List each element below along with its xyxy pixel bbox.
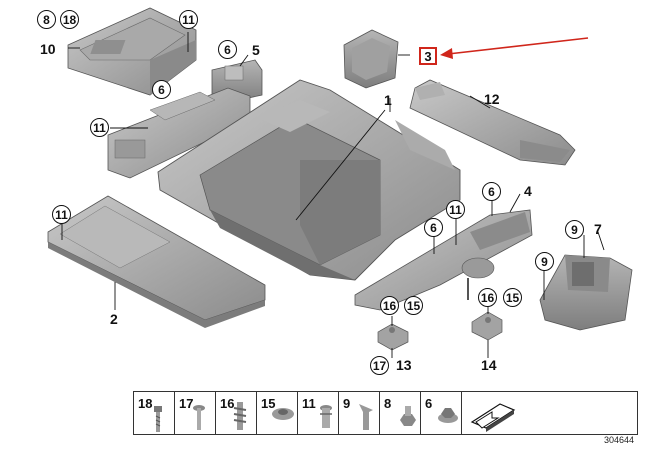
callout-3-highlighted: 3	[419, 47, 437, 65]
part-12-rail	[409, 79, 576, 166]
callout-16-right-circle: 16	[478, 288, 497, 307]
part-7-block	[539, 254, 633, 331]
part-10-tray	[67, 7, 197, 96]
reference-number: 304644	[604, 435, 635, 445]
callout-18-circle: 18	[60, 10, 79, 29]
legend-cell-6: 6	[421, 392, 462, 434]
screw-icon	[154, 406, 162, 432]
part-4-rail	[354, 209, 533, 311]
callout-15-left-circle: 15	[404, 296, 423, 315]
legend-label: 17	[179, 396, 194, 411]
callout-17-circle: 17	[370, 356, 389, 375]
callout-9-upper-circle: 9	[565, 220, 584, 239]
callout-5: 5	[252, 42, 260, 58]
callout-12: 12	[484, 91, 500, 107]
legend-cell-8: 8	[380, 392, 421, 434]
legend-cell-18: 18	[134, 392, 175, 434]
part-14-bracket	[471, 311, 503, 341]
callout-11-panel-circle: 11	[52, 205, 71, 224]
spring-clip-icon	[233, 402, 247, 430]
legend-cell-arrow	[462, 392, 637, 434]
collar-nut-icon	[438, 408, 458, 423]
callout-14: 14	[481, 357, 497, 373]
callout-11-top-circle: 11	[179, 10, 198, 29]
callout-15-right-circle: 15	[503, 288, 522, 307]
callout-4: 4	[524, 183, 532, 199]
callout-6-top-circle: 6	[218, 40, 237, 59]
part-1-floor-tub	[157, 79, 461, 281]
part-2-panel	[47, 195, 266, 328]
direction-arrow-icon	[470, 403, 516, 432]
legend-cell-17: 17	[175, 392, 216, 434]
part-3-pad	[343, 29, 399, 89]
legend-cell-9: 9	[339, 392, 380, 434]
callout-11-left-circle: 11	[90, 118, 109, 137]
push-clip-icon	[359, 404, 373, 430]
expanding-nut-icon	[272, 408, 294, 420]
legend-label: 8	[384, 396, 392, 411]
legend-label: 9	[343, 396, 351, 411]
callout-1: 1	[384, 92, 392, 108]
callout-10: 10	[40, 41, 56, 57]
legend-cell-16: 16	[216, 392, 257, 434]
callout-8-circle: 8	[37, 10, 56, 29]
callout-6-right-high-circle: 6	[482, 182, 501, 201]
fastener-legend: 18 17 16 15 11 9	[133, 391, 638, 435]
legend-cell-15: 15	[257, 392, 298, 434]
callout-16-left-circle: 16	[380, 296, 399, 315]
callout-6-right-low-circle: 6	[424, 218, 443, 237]
hex-nut-icon	[400, 406, 416, 426]
callout-2: 2	[110, 311, 118, 327]
highlight-arrow	[440, 37, 589, 59]
legend-cell-11: 11	[298, 392, 339, 434]
legend-label: 18	[138, 396, 153, 411]
callout-6-mid-circle: 6	[152, 80, 171, 99]
callout-9-lower-circle: 9	[535, 252, 554, 271]
callout-13: 13	[396, 357, 412, 373]
legend-label: 15	[261, 396, 276, 411]
rivet-icon	[193, 405, 205, 430]
legend-label: 6	[425, 396, 433, 411]
legend-label: 16	[220, 396, 235, 411]
part-13-bracket	[377, 323, 409, 351]
plug-clip-icon	[320, 405, 332, 428]
leader-lines	[61, 32, 605, 358]
callout-7: 7	[594, 221, 602, 237]
callout-11-right-circle: 11	[446, 200, 465, 219]
legend-label: 11	[302, 396, 316, 411]
